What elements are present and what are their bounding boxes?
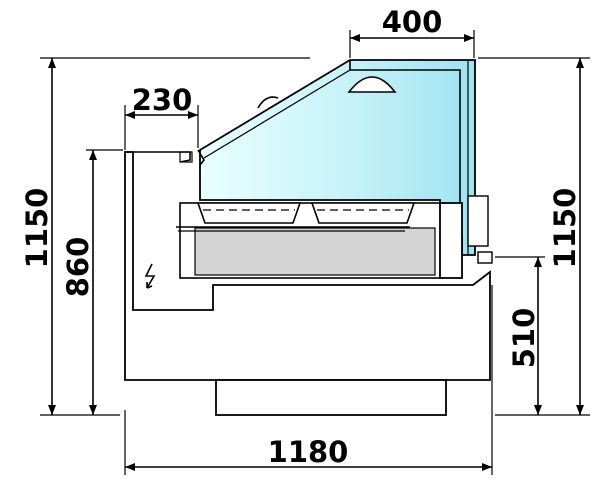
plinth: [215, 379, 447, 416]
label-1150-left: 1150: [20, 188, 54, 269]
canopy-light: [347, 76, 397, 93]
dimension-total-length: 1180: [124, 285, 493, 475]
basin-inner: [194, 227, 436, 276]
label-1150-right: 1150: [548, 188, 582, 269]
dimension-top-width: 400: [349, 5, 475, 58]
label-860: 860: [61, 237, 95, 298]
label-400: 400: [382, 5, 443, 39]
basin: [176, 195, 493, 279]
tray-right: [310, 202, 416, 224]
label-510: 510: [507, 308, 541, 369]
label-1180: 1180: [268, 435, 349, 469]
lightning-bolt-icon: [144, 263, 156, 289]
label-230: 230: [132, 83, 193, 117]
cabinet-body: [124, 151, 491, 416]
front-knob: [477, 251, 493, 264]
dimension-left-depth: 230: [124, 83, 199, 150]
dimension-total-height-right: 1150: [478, 57, 590, 416]
dimension-total-height-left: 1150: [20, 57, 310, 416]
tray-left: [196, 202, 302, 224]
dimension-shelf-height: 510: [495, 256, 545, 415]
dimension-counter-height: 860: [61, 149, 123, 415]
